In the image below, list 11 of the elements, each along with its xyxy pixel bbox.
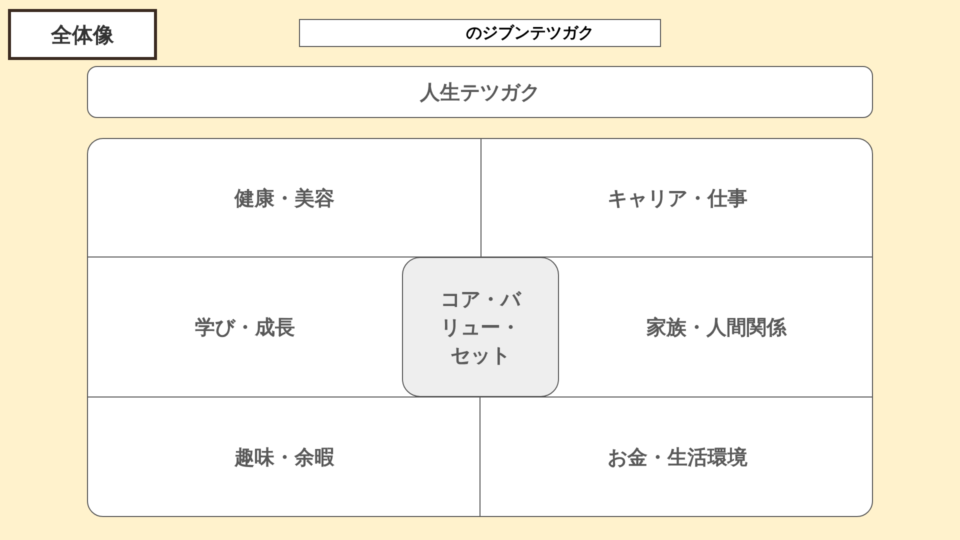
category-label: キャリア・仕事	[481, 139, 874, 257]
category-label: 学び・成長	[88, 257, 402, 397]
title-box: 全体像	[8, 9, 157, 60]
category-label: 趣味・余暇	[88, 397, 481, 517]
category-label: 家族・人間関係	[559, 257, 874, 397]
category-label: お金・生活環境	[481, 397, 874, 517]
category-label: 健康・美容	[88, 139, 481, 257]
core-box: コア・バリュー・セット	[402, 257, 559, 397]
grid-panel	[87, 138, 873, 517]
subtitle-box: のジブンテツガク	[299, 19, 661, 47]
heading-box: 人生テツガク	[87, 66, 873, 118]
